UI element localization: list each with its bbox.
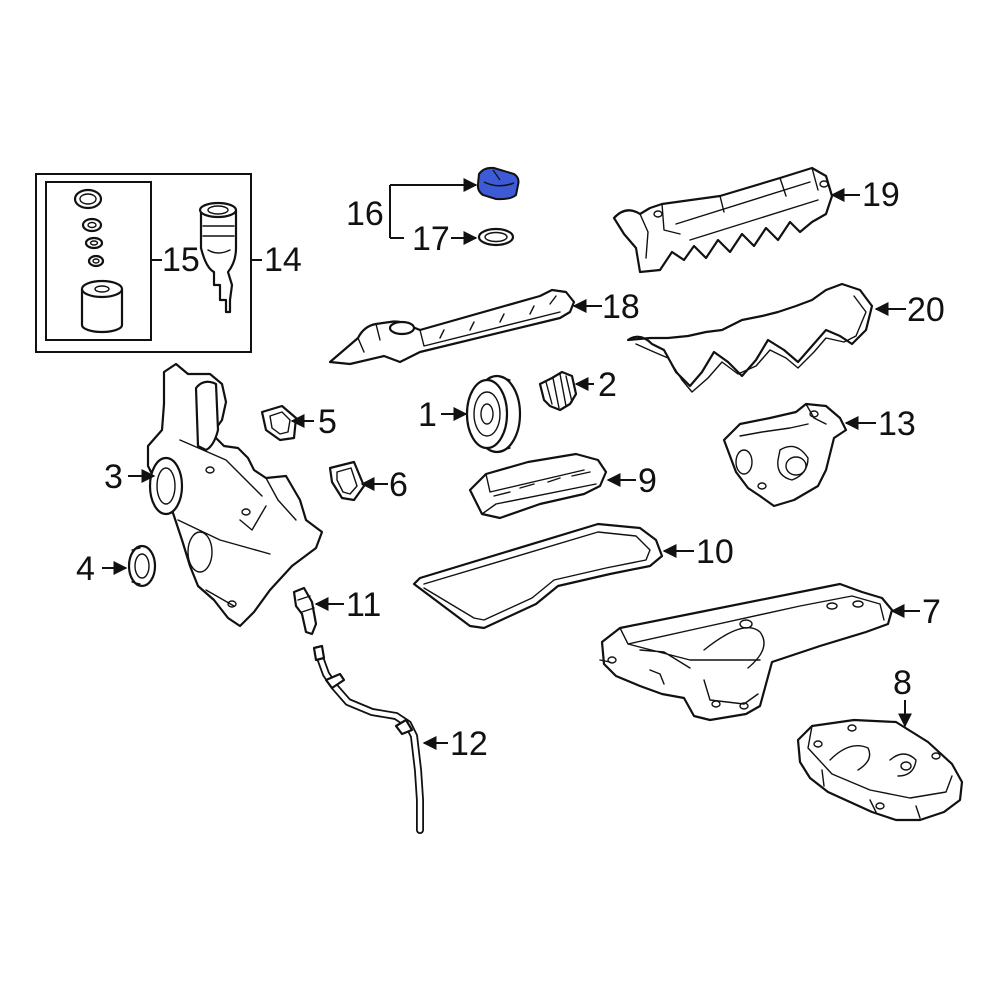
callout-7: 7 bbox=[922, 593, 941, 631]
callout-18: 18 bbox=[602, 288, 640, 326]
callout-2: 2 bbox=[598, 366, 617, 404]
callout-20: 20 bbox=[907, 291, 945, 329]
upper-oil-pan: 7 bbox=[599, 582, 941, 722]
crankshaft-pulley: 1 bbox=[418, 374, 522, 454]
water-pump-housing: 13 bbox=[722, 402, 916, 508]
callout-13: 13 bbox=[878, 405, 916, 443]
cylinder-head-cover-gasket: 20 bbox=[626, 282, 945, 393]
callout-11: 11 bbox=[346, 586, 381, 624]
callout-4: 4 bbox=[76, 550, 95, 588]
crankshaft-boot: 2 bbox=[538, 366, 617, 412]
callout-14: 14 bbox=[264, 241, 302, 279]
callout-9: 9 bbox=[638, 462, 657, 500]
oil-filter-kit-inset: 15 14 bbox=[35, 173, 302, 353]
front-crank-seal: 4 bbox=[76, 544, 157, 588]
o-ring-set bbox=[73, 188, 105, 268]
callout-17: 17 bbox=[412, 220, 450, 258]
callout-1: 1 bbox=[418, 396, 437, 434]
oil-pan-gasket: 10 bbox=[412, 522, 734, 630]
callout-19: 19 bbox=[862, 176, 900, 214]
callout-15: 15 bbox=[162, 241, 200, 279]
callout-3: 3 bbox=[104, 458, 123, 496]
oil-level-sensor: 11 bbox=[292, 586, 381, 636]
triangular-gasket: 6 bbox=[328, 460, 408, 504]
oil-filler-cap-group: 16 17 bbox=[346, 166, 520, 258]
dipstick-tube: 12 bbox=[312, 644, 488, 834]
callout-6: 6 bbox=[389, 466, 408, 504]
oil-filler-cap bbox=[476, 166, 520, 201]
cylinder-head-cover: 19 bbox=[612, 166, 900, 274]
filter-element bbox=[80, 279, 124, 334]
lower-oil-pan: 8 bbox=[796, 664, 964, 822]
callout-10: 10 bbox=[696, 533, 734, 571]
oil-baffle: 9 bbox=[468, 452, 657, 520]
filter-housing bbox=[198, 201, 238, 314]
small-cover-gasket: 5 bbox=[260, 403, 337, 442]
callout-12: 12 bbox=[450, 725, 488, 763]
filler-cap-seal bbox=[477, 227, 515, 247]
callout-8: 8 bbox=[893, 664, 912, 702]
callout-5: 5 bbox=[318, 403, 337, 441]
intake-duct: 18 bbox=[328, 288, 640, 366]
outer-inset-box bbox=[35, 173, 252, 353]
timing-cover: 3 bbox=[104, 362, 324, 628]
callout-16: 16 bbox=[346, 195, 384, 233]
